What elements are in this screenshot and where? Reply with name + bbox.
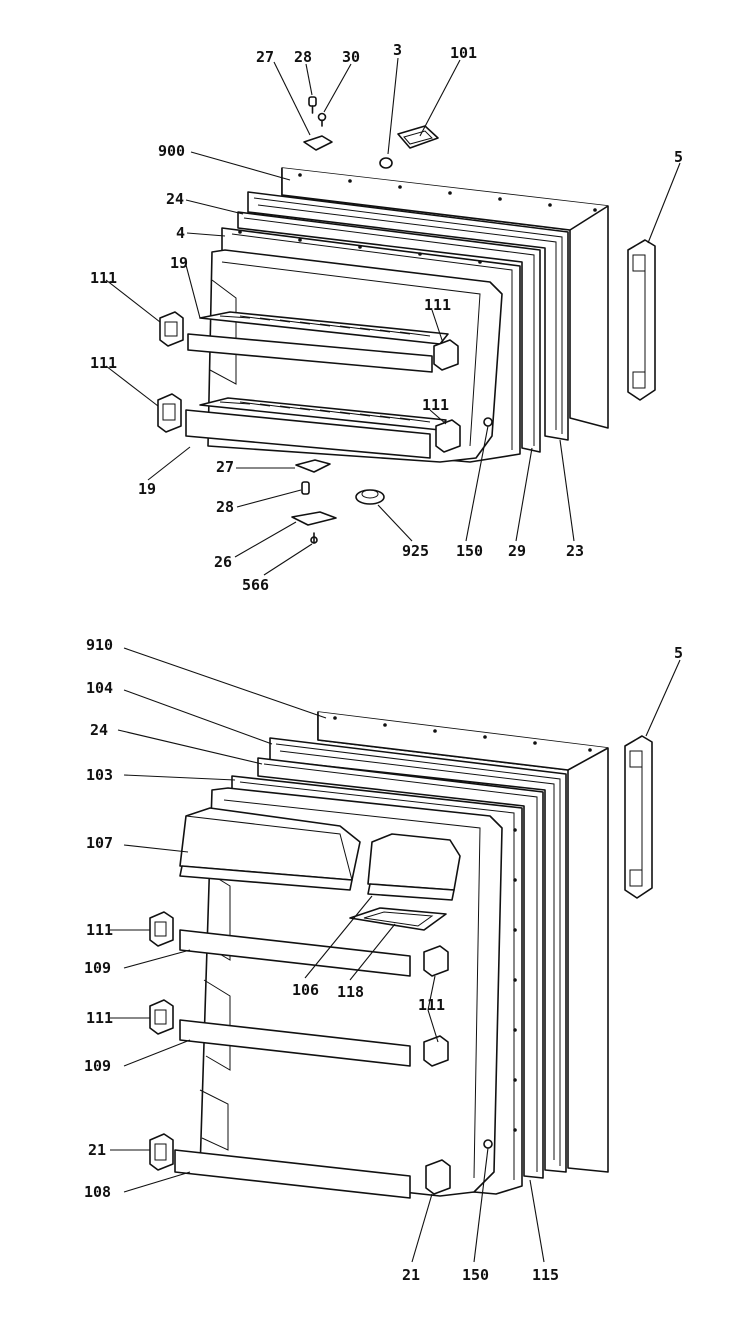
callout-29: 29: [508, 542, 526, 560]
fresh-food-shelf-end-caps: [149, 911, 451, 1195]
callout-111-lower-right: 111: [422, 396, 449, 414]
freezer-upper-shelf: [187, 311, 449, 373]
callout-925: 925: [402, 542, 429, 560]
freezer-door-handle: [627, 239, 656, 401]
freezer-bottom-hinge-parts: [291, 417, 493, 544]
callout-101: 101: [450, 44, 477, 62]
fresh-food-shelf-bars: [174, 929, 411, 1199]
callout-5-bottom: 5: [674, 644, 683, 662]
callout-910: 910: [86, 636, 113, 654]
callout-21-bottom: 21: [402, 1266, 420, 1284]
callout-30: 30: [342, 48, 360, 66]
callout-5-top: 5: [674, 148, 683, 166]
callout-150-bottom: 150: [462, 1266, 489, 1284]
callout-27-bottom: 27: [216, 458, 234, 476]
freezer-plug-and-thermostat: [379, 125, 439, 169]
freezer-lower-shelf: [185, 397, 447, 459]
fresh-food-leader-lines: [110, 647, 681, 1263]
freezer-door-assembly: 27 28 30 3 101 900 5 24 4 19 111 111 111…: [90, 41, 683, 594]
callout-3: 3: [393, 41, 402, 59]
freezer-top-hinge-parts: [303, 96, 333, 151]
freezer-callout-labels: 27 28 30 3 101 900 5 24 4 19 111 111 111…: [90, 41, 683, 594]
fresh-food-outer-door-panel: [317, 711, 609, 1173]
callout-109-lower: 109: [84, 1057, 111, 1075]
callout-115: 115: [532, 1266, 559, 1284]
callout-28-top: 28: [294, 48, 312, 66]
butter-compartment-door: [367, 833, 461, 901]
callout-111-upper-left: 111: [90, 269, 117, 287]
callout-24-bottom: 24: [90, 721, 108, 739]
callout-111-lower-left: 111: [90, 354, 117, 372]
callout-19-lower: 19: [138, 480, 156, 498]
callout-19-upper: 19: [170, 254, 188, 272]
callout-118: 118: [337, 983, 364, 1001]
callout-21-left: 21: [88, 1141, 106, 1159]
fresh-food-callout-labels: 910 5 104 24 103 107 111 109 106 118 111…: [84, 636, 683, 1284]
callout-111-shelf1: 111: [86, 921, 113, 939]
callout-111-right: 111: [418, 996, 445, 1014]
callout-111-upper-right: 111: [424, 296, 451, 314]
freezer-shelf-end-caps: [157, 311, 461, 453]
egg-tray: [349, 907, 447, 931]
fresh-food-door-handle: [624, 735, 653, 899]
callout-26: 26: [214, 553, 232, 571]
fresh-food-breaker-strip: [257, 757, 544, 1179]
freezer-breaker-strip: [237, 211, 541, 453]
callout-103: 103: [86, 766, 113, 784]
callout-24-top: 24: [166, 190, 184, 208]
callout-900: 900: [158, 142, 185, 160]
freezer-outer-door-panel: [281, 167, 609, 429]
callout-150-top: 150: [456, 542, 483, 560]
callout-23: 23: [566, 542, 584, 560]
callout-27-top: 27: [256, 48, 274, 66]
fresh-food-door-assembly: 910 5 104 24 103 107 111 109 106 118 111…: [84, 636, 683, 1284]
callout-106: 106: [292, 981, 319, 999]
dairy-compartment-door: [179, 807, 361, 891]
callout-104: 104: [86, 679, 113, 697]
callout-566: 566: [242, 576, 269, 594]
callout-4: 4: [176, 224, 185, 242]
freezer-door-gasket: [247, 191, 569, 441]
freezer-leader-lines: [105, 57, 681, 576]
callout-108: 108: [84, 1183, 111, 1201]
callout-107: 107: [86, 834, 113, 852]
callout-111-shelf2: 111: [86, 1009, 113, 1027]
callout-28-bottom: 28: [216, 498, 234, 516]
fresh-food-screw-150: [483, 1139, 493, 1149]
callout-109-upper: 109: [84, 959, 111, 977]
